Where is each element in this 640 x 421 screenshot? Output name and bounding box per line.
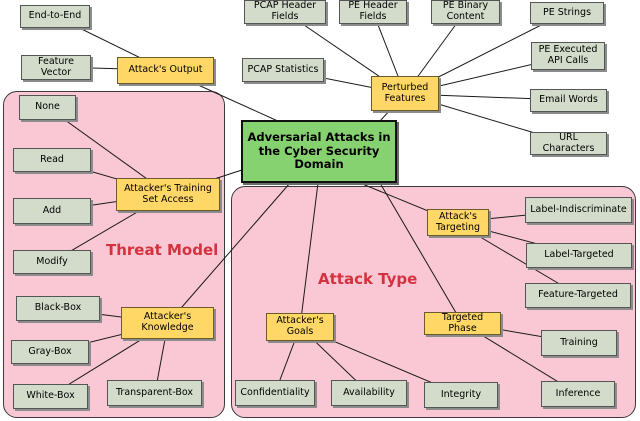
root-node: Adversarial Attacks in the Cyber Securit… <box>241 120 397 183</box>
pe-strings-node: PE Strings <box>530 2 604 24</box>
pcap-statistics-node: PCAP Statistics <box>242 58 324 82</box>
black-box-node: Black-Box <box>16 296 100 321</box>
perturbed-features-node: Perturbed Features <box>371 76 439 111</box>
url-characters-node: URL Characters <box>530 132 607 155</box>
feature-targeted-node: Feature-Targeted <box>525 283 631 308</box>
knowledge-node: Attacker's Knowledge <box>121 307 214 339</box>
gray-box-node: Gray-Box <box>11 340 89 364</box>
feature-vector-node: Feature Vector <box>21 55 91 80</box>
targeted-phase-node: Targeted Phase <box>424 312 501 335</box>
confidentiality-node: Confidentiality <box>235 380 315 406</box>
label-targeted-node: Label-Targeted <box>526 243 632 268</box>
edge-root-targeted-phase <box>379 182 463 324</box>
targeting-node: Attack's Targeting <box>427 209 489 236</box>
transparent-box-node: Transparent-Box <box>107 380 202 406</box>
white-box-node: White-Box <box>13 384 88 409</box>
threat-model-label: Threat Model <box>106 241 219 259</box>
inference-node: Inference <box>541 381 615 407</box>
add-node: Add <box>13 198 91 224</box>
edge-root-goals <box>299 182 319 328</box>
label-indiscriminate-node: Label-Indiscriminate <box>525 197 632 223</box>
read-node: Read <box>13 148 91 172</box>
attacks-output-node: Attack's Output <box>117 57 214 84</box>
attack-type-label: Attack Type <box>318 270 418 288</box>
training-set-access-node: Attacker's Training Set Access <box>116 178 220 211</box>
edge-root-knowledge <box>167 182 291 324</box>
goals-node: Attacker's Goals <box>266 313 334 341</box>
pe-executed-api-calls-node: PE Executed API Calls <box>531 42 605 70</box>
pe-binary-content-node: PE Binary Content <box>431 0 500 24</box>
modify-node: Modify <box>13 250 91 274</box>
pcap-header-fields-node: PCAP Header Fields <box>244 0 326 24</box>
availability-node: Availability <box>331 380 407 406</box>
end-to-end-node: End-to-End <box>20 5 90 28</box>
pe-header-fields-node: PE Header Fields <box>339 0 407 24</box>
training-node: Training <box>541 330 617 356</box>
integrity-node: Integrity <box>424 382 498 408</box>
none-node: None <box>19 95 76 120</box>
email-words-node: Email Words <box>530 89 607 112</box>
